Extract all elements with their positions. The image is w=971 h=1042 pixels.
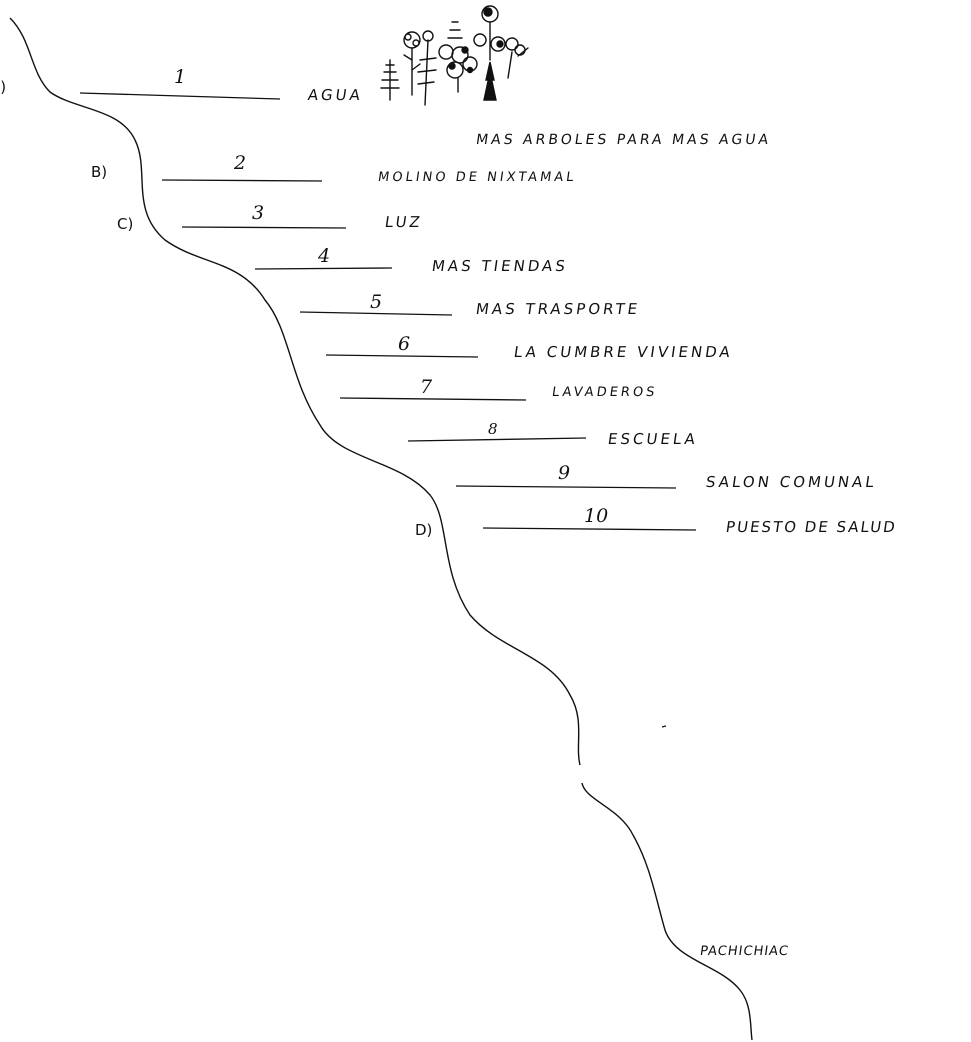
item-number-3: 3 bbox=[252, 202, 265, 224]
blank-line-3 bbox=[181, 226, 347, 229]
item-label-1: AGUA bbox=[306, 86, 365, 104]
slope-line-upper bbox=[9, 17, 581, 766]
item-label-2: MOLINO DE NIXTAMAL bbox=[376, 170, 578, 185]
item-label-10: PUESTO DE SALUD bbox=[724, 518, 899, 536]
item-number-9: 9 bbox=[558, 462, 571, 484]
blank-line-6 bbox=[325, 354, 479, 358]
item-label-8: ESCUELA bbox=[606, 430, 700, 448]
item-number-2: 2 bbox=[234, 152, 247, 174]
marker-a: A) bbox=[0, 78, 7, 96]
item-number-5: 5 bbox=[370, 291, 383, 313]
item-label-6: LA CUMBRE VIVIENDA bbox=[512, 343, 734, 361]
blank-line-7 bbox=[339, 397, 527, 401]
item-label-4: MAS TIENDAS bbox=[430, 257, 570, 275]
blank-line-9 bbox=[455, 485, 677, 489]
trees-note: MAS ARBOLES PARA MAS AGUA bbox=[474, 132, 773, 148]
item-label-5: MAS TRASPORTE bbox=[474, 300, 642, 318]
blank-line-2 bbox=[161, 179, 323, 182]
trees-sketch-icon bbox=[380, 5, 529, 106]
item-number-6: 6 bbox=[398, 333, 411, 355]
blank-line-4 bbox=[254, 267, 393, 270]
blank-line-8 bbox=[407, 437, 587, 442]
item-number-1: 1 bbox=[174, 66, 187, 88]
slope-line-lower bbox=[581, 782, 753, 1041]
item-label-9: SALON COMUNAL bbox=[704, 473, 878, 491]
blank-line-5 bbox=[299, 311, 453, 316]
item-number-8: 8 bbox=[488, 420, 498, 438]
item-label-3: LUZ bbox=[383, 213, 424, 231]
item-number-10: 10 bbox=[584, 505, 609, 527]
stray-mark bbox=[661, 725, 667, 728]
marker-b: B) bbox=[91, 163, 108, 181]
marker-c: C) bbox=[117, 215, 134, 233]
blank-line-10 bbox=[482, 527, 697, 531]
place-name: PACHICHIAC bbox=[698, 944, 790, 959]
blank-line-1 bbox=[79, 92, 281, 100]
item-label-7: LAVADEROS bbox=[550, 385, 659, 400]
item-number-7: 7 bbox=[420, 376, 433, 398]
marker-d: D) bbox=[415, 521, 433, 539]
item-number-4: 4 bbox=[318, 245, 331, 267]
